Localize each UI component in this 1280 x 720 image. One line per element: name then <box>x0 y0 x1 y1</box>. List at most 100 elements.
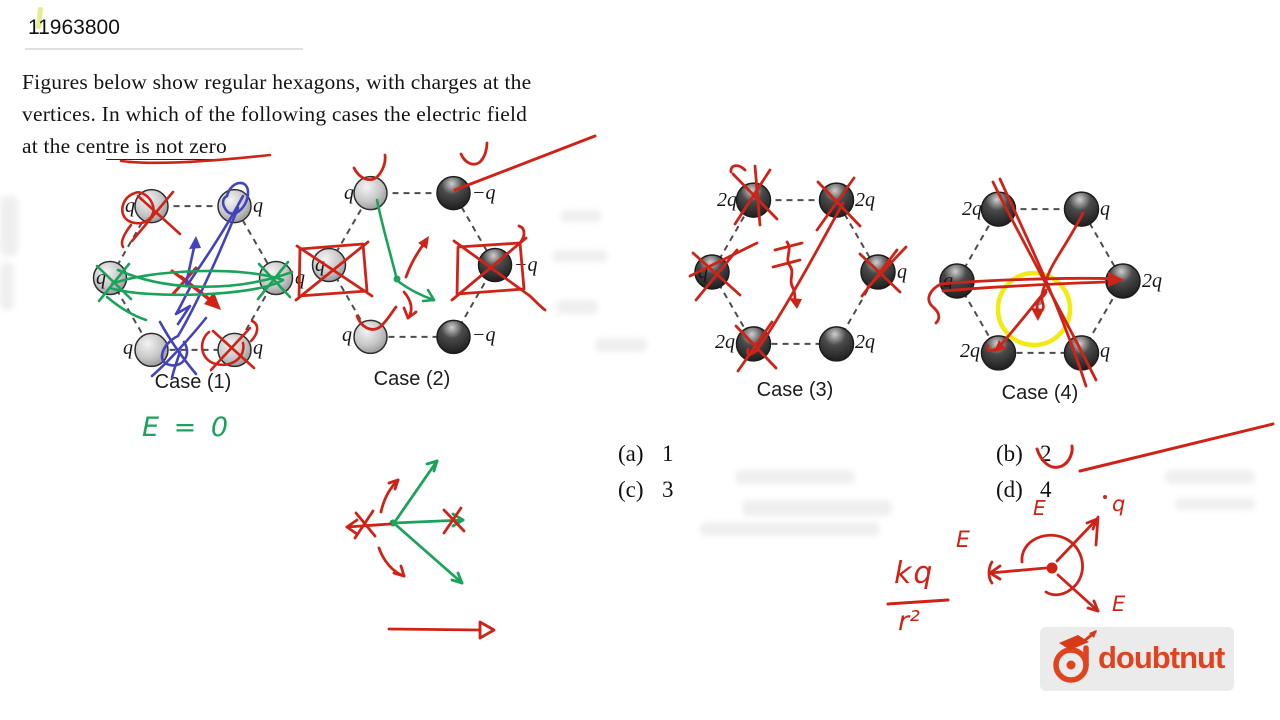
charge-sphere <box>818 182 855 218</box>
charge-sphere <box>353 319 388 355</box>
charge-label: q <box>1100 340 1110 362</box>
green-dot <box>389 519 397 527</box>
case-caption: Case (2) <box>373 368 451 390</box>
charge-sphere <box>735 326 772 362</box>
option-value: 4 <box>1040 477 1052 502</box>
charge-sphere <box>436 175 471 211</box>
bleed-smudge <box>595 338 647 352</box>
charge-label: q <box>943 270 953 292</box>
charge-sphere <box>353 175 388 211</box>
bleed-smudge <box>556 300 598 314</box>
charge-label: 2q <box>960 340 980 362</box>
bleed-smudge <box>735 470 855 484</box>
charge-sphere <box>860 254 896 290</box>
charge-sphere <box>980 191 1017 227</box>
charge-label: 2q <box>855 331 875 353</box>
case-4-figure: 2q q q 2q 2q q Case (4) <box>920 176 1162 406</box>
charge-label: 2q <box>1142 270 1162 292</box>
case-caption: Case (4) <box>1001 382 1079 404</box>
bleed-smudge <box>0 262 14 310</box>
field-zero-note: E = 0 <box>142 412 232 443</box>
option-value: 3 <box>662 477 674 502</box>
charge-label: q <box>698 261 708 283</box>
case-1-figure: q q q q q q Case (1) <box>73 173 313 403</box>
charge-sphere <box>134 188 169 224</box>
case-2-figure: q −q q −q q −q Case (2) <box>292 160 538 390</box>
question-text: Figures below show regular hexagons, wit… <box>22 66 662 162</box>
charge-sphere <box>477 247 513 283</box>
bleed-smudge <box>1175 498 1255 510</box>
charge-label: −q <box>514 254 538 276</box>
charge-sphere <box>1063 191 1100 227</box>
doubtnut-logo-text: doubtnut <box>1098 640 1225 675</box>
e-vector-label: E <box>956 528 970 553</box>
hexagon-outline <box>955 208 1125 354</box>
hexagon-outline <box>710 199 880 345</box>
charge-label: q <box>253 337 263 359</box>
e-vector-label: E <box>1112 592 1126 616</box>
formula-numerator: kq <box>894 556 935 591</box>
option-value: 2 <box>1040 441 1052 466</box>
vector-sketch-green <box>392 459 465 585</box>
charge-label: q <box>125 195 135 217</box>
charge-sphere <box>1063 335 1100 371</box>
option-c: (c) 3 <box>618 477 674 503</box>
doubtnut-logo-icon <box>1053 630 1097 683</box>
option-letter: (d) <box>996 477 1023 502</box>
charge-label: 2q <box>962 198 982 220</box>
charge-label: q <box>253 195 263 217</box>
option-a: (a) 1 <box>618 441 674 467</box>
charge-sphere <box>735 182 772 218</box>
charge-label: q <box>315 254 325 276</box>
question-line-1: Figures below show regular hexagons, wit… <box>22 70 532 94</box>
option-b-marks <box>1035 422 1275 473</box>
charge-label: 2q <box>715 331 735 353</box>
option-value: 1 <box>662 441 674 466</box>
bleed-smudge <box>742 500 892 516</box>
formula-denominator: r² <box>898 606 920 637</box>
charge-sphere <box>818 326 855 362</box>
case-caption: Case (3) <box>756 379 834 401</box>
charge-sphere <box>980 335 1017 371</box>
option-letter: (a) <box>618 441 644 466</box>
hexagon-outline <box>327 192 497 338</box>
charge-note-label: q <box>1112 492 1126 516</box>
divider-line <box>25 48 303 50</box>
charge-sphere <box>217 188 252 224</box>
bleed-smudge <box>700 522 880 536</box>
question-line-3: at the centre is not zero <box>22 134 227 160</box>
red-small-dot <box>1103 495 1107 499</box>
center-dot <box>1036 300 1042 306</box>
charge-label: q <box>1100 198 1110 220</box>
charge-label: −q <box>472 324 496 346</box>
bleed-smudge <box>552 250 608 262</box>
underlined-phrase: tre is not zero <box>106 134 227 160</box>
doubtnut-watermark: doubtnut <box>1040 627 1234 691</box>
charge-sphere <box>217 332 252 368</box>
option-letter: (b) <box>996 441 1023 466</box>
bleed-smudge <box>1165 470 1255 484</box>
charge-label: q <box>344 182 354 204</box>
charge-sphere <box>258 260 294 296</box>
option-b: (b) 2 <box>996 441 1052 467</box>
charge-sphere <box>1105 263 1141 299</box>
option-d: (d) 4 <box>996 477 1052 503</box>
charge-label: q <box>96 267 106 289</box>
charge-sphere <box>134 332 169 368</box>
question-id: 11963800 <box>28 16 120 39</box>
charge-label: q <box>123 337 133 359</box>
charge-label: 2q <box>717 189 737 211</box>
red-center-dot <box>1046 562 1058 574</box>
case-3-figure: 2q 2q q q 2q 2q Case (3) <box>675 167 915 401</box>
bleed-smudge <box>0 196 18 256</box>
charge-label: q <box>342 324 352 346</box>
charge-sphere <box>436 319 471 355</box>
question-line-2: vertices. In which of the following case… <box>22 102 528 126</box>
option-letter: (c) <box>618 477 644 502</box>
vector-sketch-red <box>345 478 496 640</box>
charge-label: 2q <box>855 189 875 211</box>
bleed-smudge <box>560 210 602 222</box>
case-caption: Case (1) <box>154 371 232 393</box>
charge-label: −q <box>472 182 496 204</box>
